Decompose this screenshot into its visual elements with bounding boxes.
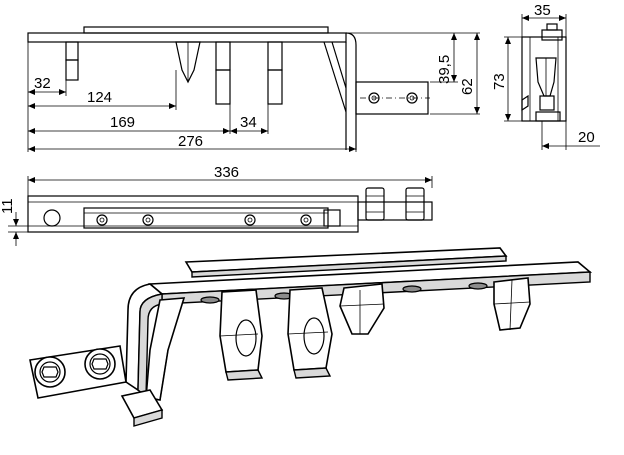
top-bolt-1 xyxy=(365,187,385,221)
bracket-outer-edge xyxy=(345,32,357,150)
isometric-view xyxy=(29,247,593,427)
side-bolt-head xyxy=(541,29,563,41)
top-hole-1 xyxy=(96,214,108,226)
tooth-1-lower xyxy=(65,59,79,81)
top-rail xyxy=(27,195,359,233)
tooth-4-lower xyxy=(267,69,283,105)
dim-276-label: 276 xyxy=(178,133,203,150)
tooth-4-upper xyxy=(267,41,283,71)
main-rail xyxy=(27,32,347,43)
top-hole-3 xyxy=(244,214,256,226)
dim-32-label: 32 xyxy=(34,75,51,92)
iso-tooth-4 xyxy=(493,277,531,331)
top-slot-plate xyxy=(83,207,329,229)
tooth-3-lower xyxy=(215,69,231,105)
iso-tooth-2 xyxy=(287,287,333,379)
tooth-1-upper xyxy=(65,41,79,61)
dim-11-label: 11 xyxy=(0,198,16,214)
iso-bracket-arm xyxy=(145,297,186,401)
dim-62-label: 62 xyxy=(459,78,476,95)
top-mount-plate xyxy=(357,201,433,221)
iso-tooth-3 xyxy=(339,283,385,335)
top-hole-2 xyxy=(142,214,154,226)
top-hole-4 xyxy=(300,214,312,226)
top-plate xyxy=(83,26,329,34)
dim-169-label: 169 xyxy=(110,114,135,131)
front-view: 32 124 169 34 276 39,5 62 xyxy=(27,26,480,152)
dim-35-label: 35 xyxy=(534,2,551,19)
dim-124-label: 124 xyxy=(87,89,112,106)
bracket-arm xyxy=(323,41,347,113)
tooth-2 xyxy=(175,41,201,84)
dim-34-label: 34 xyxy=(240,114,257,131)
iso-tooth-1 xyxy=(219,289,264,381)
side-body xyxy=(521,36,567,122)
top-view: 336 11 xyxy=(0,164,433,246)
tooth-3-upper xyxy=(215,41,231,71)
top-bolt-2 xyxy=(405,187,425,221)
dim-73-label: 73 xyxy=(491,73,508,90)
iso-bolt-1 xyxy=(34,356,66,388)
iso-bolt-2 xyxy=(84,348,116,380)
dim-20-label: 20 xyxy=(578,129,595,146)
side-view: 35 73 20 xyxy=(491,2,600,150)
dim-39-5-label: 39,5 xyxy=(436,55,453,84)
dim-336-label: 336 xyxy=(214,164,239,181)
top-end-hole xyxy=(43,209,61,227)
